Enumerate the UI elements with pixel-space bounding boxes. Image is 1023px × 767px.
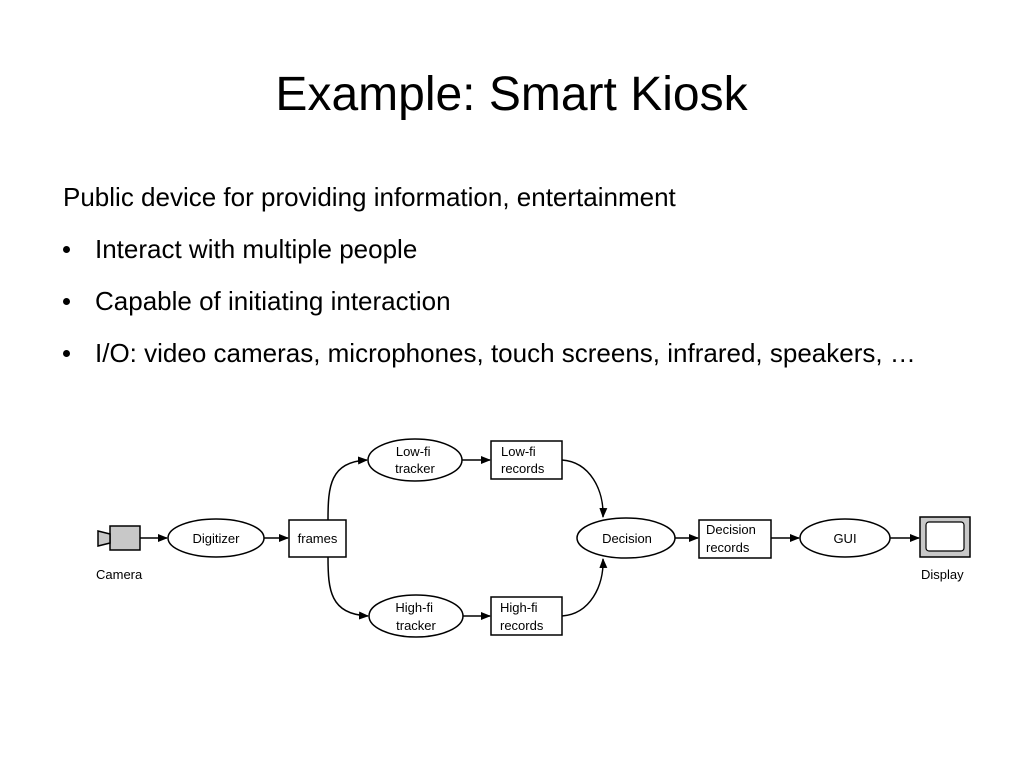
bullet-item: Interact with multiple people [63,232,963,266]
decision-node: Decision [576,517,676,559]
highfi-tracker-node: High-fi tracker [368,594,464,638]
arrow-frames-lowfi-tracker [327,456,368,521]
display-icon [919,516,971,558]
bullet-text: Capable of initiating interaction [95,286,451,316]
camera-icon [97,525,141,551]
lowfi-tracker-label-line: Low-fi [396,444,431,459]
highfi-records-label-line: High-fi [500,600,538,615]
lowfi-records-node: Low-fi records [490,440,563,480]
arrow-highfi-records-decision [561,558,608,617]
highfi-records-label-line: records [500,618,544,633]
svg-text:Low-fi records: Low-fi records [501,444,545,476]
gui-node: GUI [799,518,891,558]
frames-label: frames [298,531,338,546]
display-label: Display [921,567,964,582]
gui-label: GUI [833,531,856,546]
highfi-tracker-label-line: tracker [396,618,436,633]
highfi-records-node: High-fi records [490,596,563,636]
decision-records-label-line: Decision [706,522,756,537]
svg-text:Decision records: Decision records [706,522,759,555]
lead-text: Public device for providing information,… [63,182,676,212]
arrow-lowfi-records-decision [561,459,608,518]
highfi-tracker-label-line: High-fi [395,600,433,615]
bullet-text: Interact with multiple people [95,234,418,264]
svg-text:Low-fi tracker: Low-fi tracker [395,444,435,476]
svg-text:High-fi records: High-fi records [500,600,544,633]
frames-node: frames [288,519,347,558]
arrow-frames-highfi-tracker [327,556,369,620]
bullet-dot-icon [63,350,70,357]
lowfi-records-label-line: Low-fi [501,444,536,459]
svg-text:High-fi tracker: High-fi tracker [395,600,436,633]
decision-label: Decision [602,531,652,546]
connectors [140,456,920,620]
bullet-item: Capable of initiating interaction [63,284,963,318]
camera-label: Camera [96,567,143,582]
bullet-dot-icon [63,246,70,253]
digitizer-node: Digitizer [167,518,265,558]
decision-records-label-line: records [706,540,750,555]
lowfi-tracker-node: Low-fi tracker [367,438,463,482]
bullet-text: I/O: video cameras, microphones, touch s… [95,338,916,368]
decision-records-node: Decision records [698,519,772,559]
bullet-dot-icon [63,298,70,305]
bullet-item: I/O: video cameras, microphones, touch s… [63,336,963,370]
slide-title: Example: Smart Kiosk [275,68,748,121]
digitizer-label: Digitizer [193,531,241,546]
lowfi-tracker-label-line: tracker [395,461,435,476]
lowfi-records-label-line: records [501,461,545,476]
bullet-list: Interact with multiple people Capable of… [63,232,963,388]
